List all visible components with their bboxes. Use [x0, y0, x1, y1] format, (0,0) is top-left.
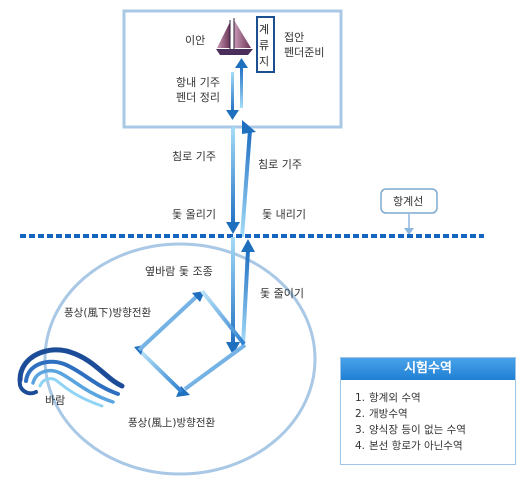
- close-hauled-right-label: 침로 기주: [258, 158, 302, 171]
- descent-arrow: [226, 237, 240, 355]
- sailboat-icon: [216, 18, 253, 55]
- harbor-limit-callout: 항계선: [380, 188, 438, 235]
- legend-item-text: 개방수역: [369, 408, 408, 420]
- harbor-limit-label: 항계선: [393, 195, 423, 208]
- legend-item-text: 항계외 수역: [369, 392, 421, 404]
- legend-item: 2.개방수역: [355, 406, 515, 422]
- harbor-double-arrow: [226, 58, 248, 120]
- harbor-motoring-line1: 항내 기주: [176, 76, 220, 89]
- legend-item: 4.본선 항로가 아닌수역: [355, 438, 515, 454]
- outbound-arrow: [226, 127, 240, 234]
- legend-item-number: 4.: [355, 440, 366, 452]
- unmooring-label: 이안: [185, 34, 205, 47]
- upwind-turn-label: 풍상(風上)방향전환: [128, 417, 215, 429]
- harbor-motoring-line2: 펜더 정리: [176, 91, 220, 104]
- test-area-legend: 시험수역 1.항계외 수역 2.개방수역 3.양식장 등이 없는 수역 4.본선…: [340, 357, 516, 465]
- raise-sail-label: 돛 올리기: [172, 208, 216, 221]
- mooring-pier: [256, 16, 275, 73]
- legend-item: 1.항계외 수역: [355, 390, 515, 406]
- legend-item-number: 3.: [355, 424, 366, 436]
- legend-item: 3.양식장 등이 없는 수역: [355, 422, 515, 438]
- wind-label: 바람: [45, 394, 65, 407]
- diamond-route: [134, 289, 247, 397]
- beam-reach-label: 옆바람 돛 조종: [145, 265, 213, 278]
- mooring-pier-char-3: 지: [259, 55, 269, 68]
- berthing-label-line2: 펜더준비: [284, 46, 324, 59]
- downwind-turn-label: 풍상(風下)방향전환: [64, 307, 151, 319]
- berthing-label-line1: 접안: [284, 31, 304, 44]
- inbound-arrow: [240, 120, 256, 237]
- wave-icon: [17, 347, 125, 408]
- reef-return-arrow: [241, 239, 255, 345]
- mooring-pier-char-1: 계: [259, 23, 269, 36]
- legend-item-number: 2.: [355, 408, 366, 420]
- mooring-pier-char-2: 류: [259, 39, 269, 52]
- legend-item-text: 양식장 등이 없는 수역: [369, 424, 466, 436]
- close-hauled-left-label: 침로 기주: [172, 150, 216, 163]
- lower-sail-label: 돛 내리기: [262, 208, 306, 221]
- legend-item-number: 1.: [355, 392, 366, 404]
- legend-item-text: 본선 항로가 아닌수역: [369, 440, 463, 452]
- test-area-circle: [43, 242, 317, 476]
- legend-title: 시험수역: [341, 358, 515, 380]
- legend-list: 1.항계외 수역 2.개방수역 3.양식장 등이 없는 수역 4.본선 항로가 …: [341, 380, 515, 454]
- reef-sail-label: 돛 줄이기: [260, 287, 304, 300]
